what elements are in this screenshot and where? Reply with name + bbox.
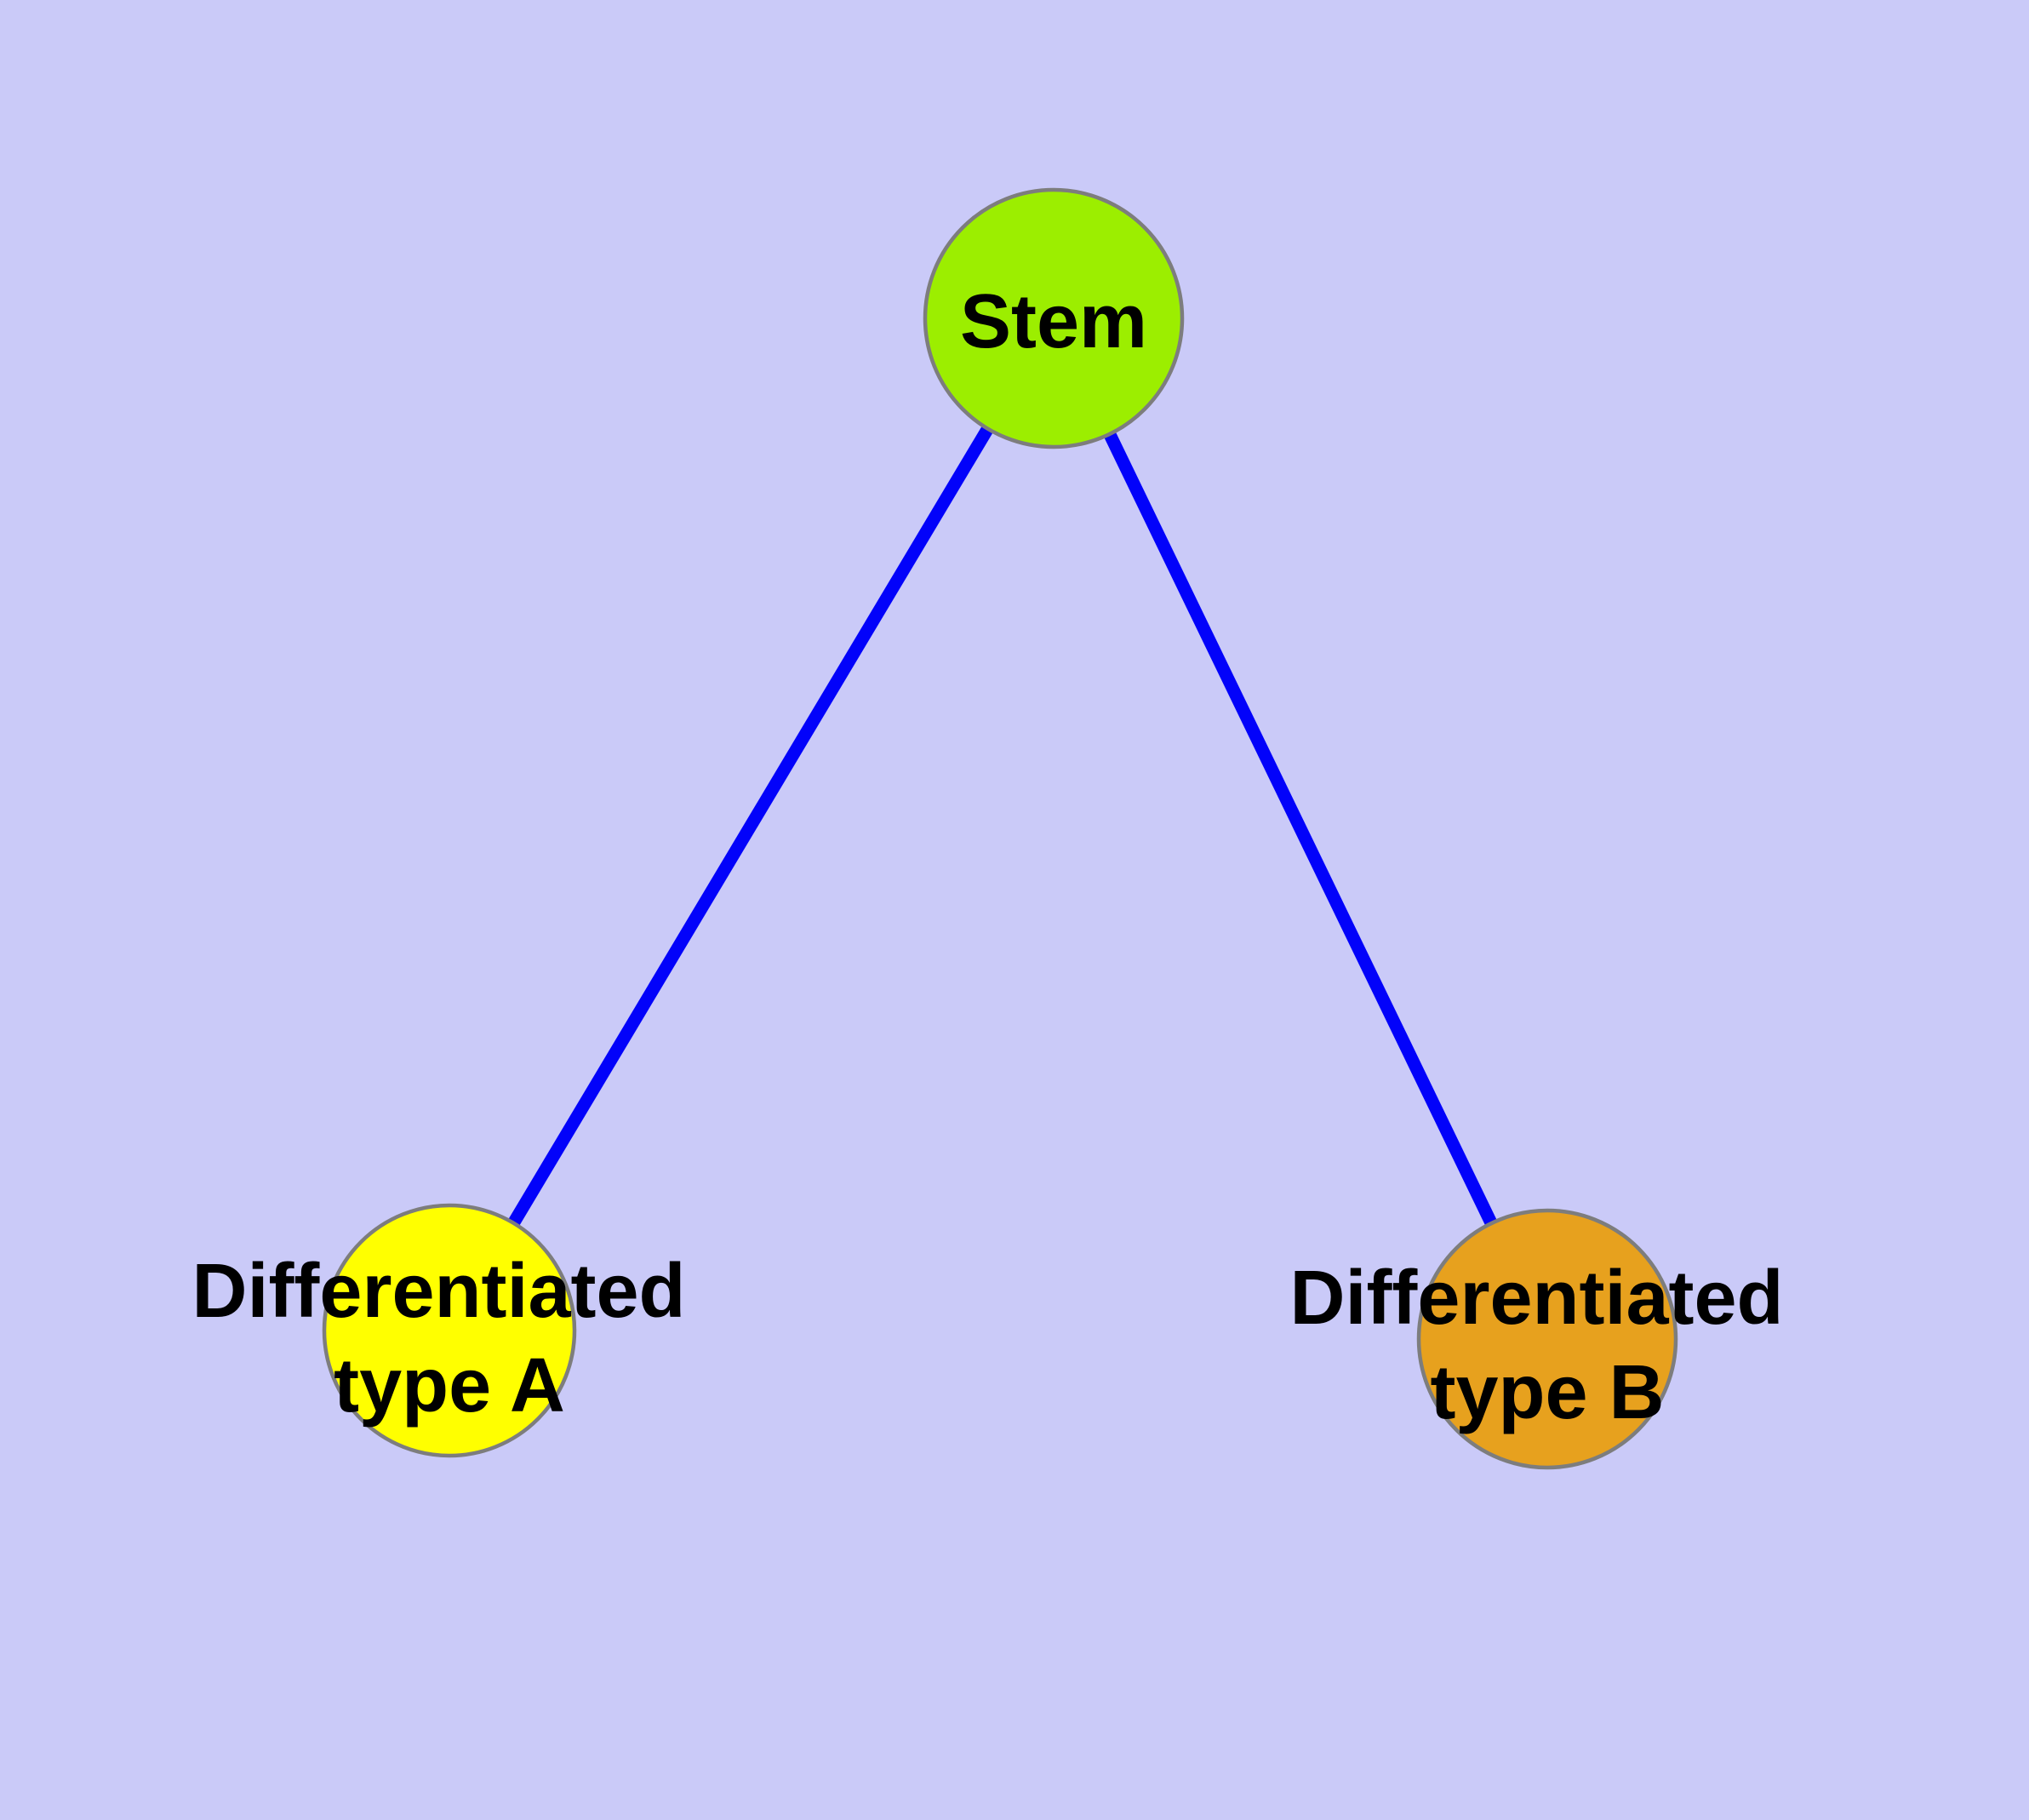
node-differentiated-type-a — [322, 1203, 577, 1458]
node-stem-label: Stem — [960, 279, 1147, 364]
node-stem — [923, 187, 1185, 449]
node-differentiated-type-b — [1416, 1208, 1678, 1470]
edge-stem-to-type-b — [1048, 315, 1553, 1342]
node-type-b-label: Differentiated type B — [1289, 1256, 1804, 1435]
node-type-a-label: Differentiated type A — [191, 1249, 706, 1428]
edge-stem-to-type-a — [443, 315, 1060, 1334]
